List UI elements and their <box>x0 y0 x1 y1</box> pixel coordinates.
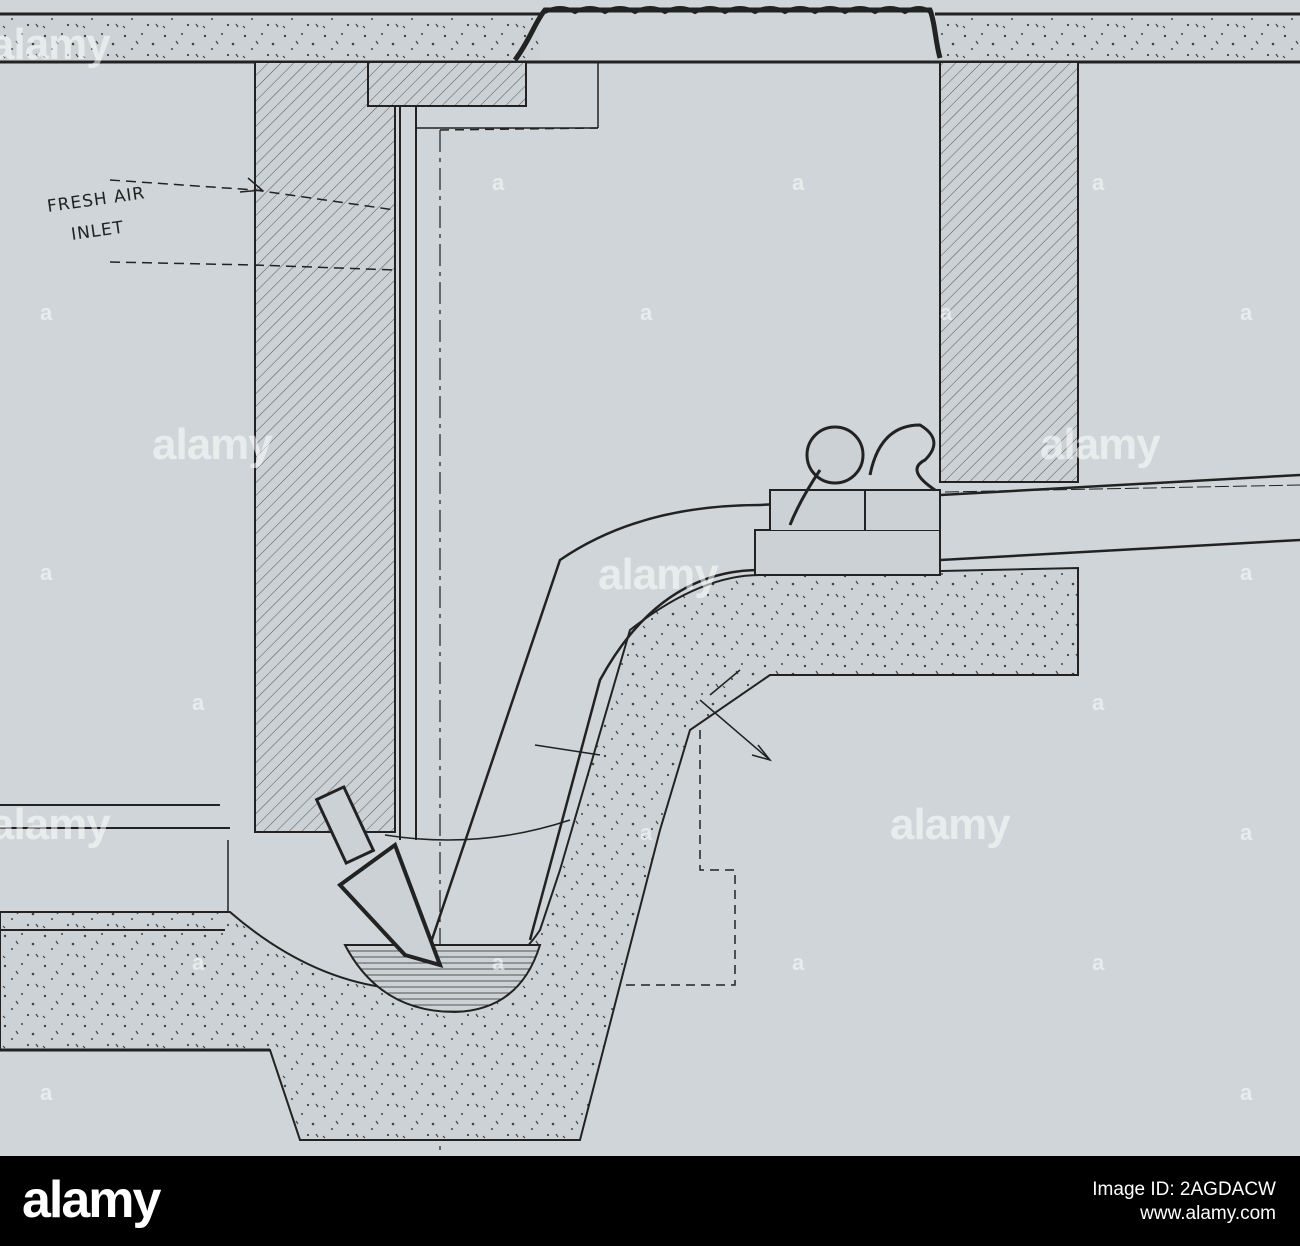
watermark-logo: alamy <box>0 20 111 69</box>
watermark-mark: a <box>640 300 653 325</box>
fresh-air-label-line1: FRESH AIR <box>46 183 147 217</box>
right-brick-wall <box>939 61 1079 483</box>
watermark-mark: a <box>792 950 805 975</box>
watermark-logo: alamy <box>890 800 1011 849</box>
trap-water <box>343 944 542 1014</box>
watermark-mark: a <box>492 170 505 195</box>
manhole-cover <box>512 6 943 62</box>
watermark-mark: a <box>40 1080 53 1105</box>
drainage-trap-diagram: FRESH AIR INLET alamy alamy alamy alamy … <box>0 0 1300 1156</box>
watermark-logo: alamy <box>1040 420 1161 469</box>
rodding-eye-stoppers <box>754 423 941 576</box>
watermark-mark: a <box>940 300 953 325</box>
alamy-logo: alamy <box>22 1171 161 1229</box>
side-inlet-pipe <box>0 804 230 931</box>
watermark-logo: alamy <box>152 420 273 469</box>
watermark-mark: a <box>1092 170 1105 195</box>
watermark-mark: a <box>1240 300 1253 325</box>
chamber-benching <box>0 566 1079 1141</box>
watermark-mark: a <box>640 820 653 845</box>
outlet-bend-pipe <box>418 503 761 976</box>
watermark-mark: a <box>192 950 205 975</box>
flap-valve <box>314 784 444 969</box>
flow-arrow <box>699 669 773 762</box>
site-url: www.alamy.com <box>1140 1203 1276 1224</box>
image-id: Image ID: 2AGDACW <box>1092 1179 1276 1200</box>
watermark-logo: alamy <box>0 800 111 849</box>
left-brick-wall <box>254 61 396 833</box>
stock-footer-bar: alamy Image ID: 2AGDACW www.alamy.com <box>0 1156 1300 1246</box>
image-meta: Image ID: 2AGDACW www.alamy.com <box>1092 1178 1276 1226</box>
cover-frame-block <box>367 61 527 107</box>
watermark-mark: a <box>1240 1080 1253 1105</box>
diagram-svg: FRESH AIR INLET <box>0 6 1300 1156</box>
watermark-mark: a <box>1240 560 1253 585</box>
watermark-mark: a <box>492 950 505 975</box>
dashed-outline <box>439 127 736 986</box>
top-pavement-slab <box>0 12 1300 64</box>
watermark-mark: a <box>1092 690 1105 715</box>
watermark-mark: a <box>40 560 53 585</box>
watermark-mark: a <box>1240 820 1253 845</box>
watermark-mark: a <box>192 690 205 715</box>
fresh-air-channel <box>109 177 396 271</box>
watermark-mark: a <box>792 170 805 195</box>
trap-arc <box>384 819 571 841</box>
fresh-air-label-line2: INLET <box>70 218 126 245</box>
watermark-logo: alamy <box>598 550 719 599</box>
watermark-mark: a <box>40 300 53 325</box>
watermark-mark: a <box>1092 950 1105 975</box>
